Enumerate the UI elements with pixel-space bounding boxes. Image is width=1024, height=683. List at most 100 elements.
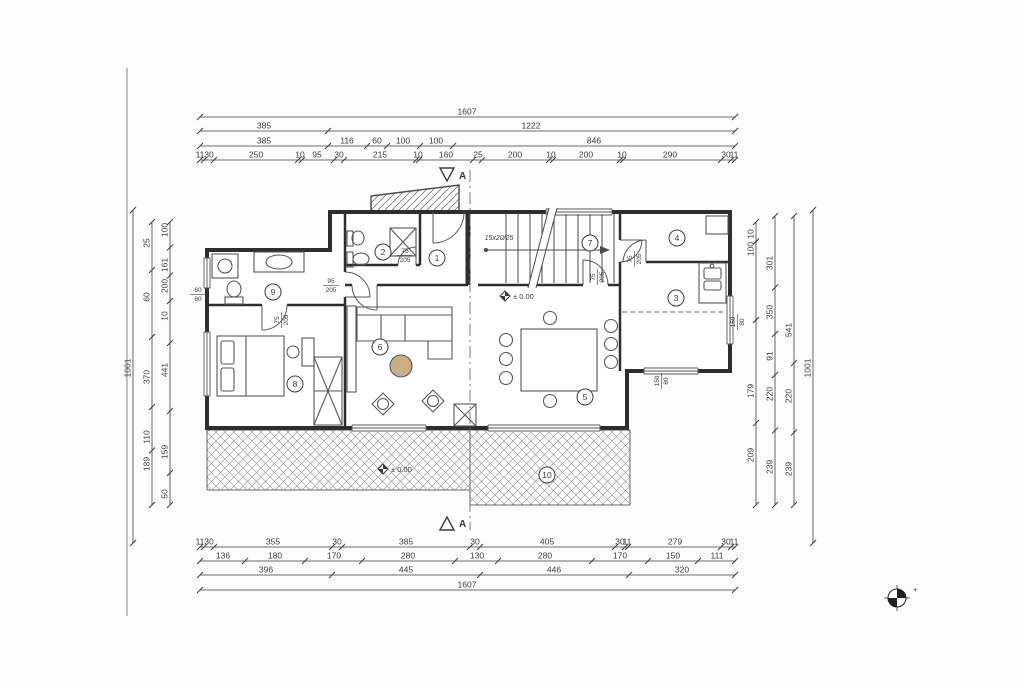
compass-plus-label: + [913,585,918,594]
svg-text:75: 75 [274,316,281,324]
dimension-tick [731,142,739,150]
dimension-tick [324,142,332,150]
room-number: 4 [675,233,680,243]
svg-text:75: 75 [627,255,634,263]
dimension-tick [383,142,391,150]
dimension-label: 25 [142,238,152,248]
dimension-label: 200 [160,279,170,293]
dimension-label: 279 [668,537,682,547]
level-marker: ± 0.00 [499,290,534,302]
dimension-tick [731,127,739,135]
dimension-tick [451,557,459,565]
shower [389,227,417,257]
dimension-tick [298,156,306,164]
dimension-tick [148,218,156,226]
dimension-label: 10 [617,150,627,160]
dimension-tick [166,469,174,477]
dimension-tick [196,543,204,551]
dimension-tick [619,156,627,164]
dimension-tick [717,543,725,551]
dimension-label: 100 [160,223,170,237]
svg-text:150: 150 [730,316,737,327]
dining-chairs [498,310,619,409]
dimension-tick [412,156,420,164]
room-number-bubble: 9 [264,283,282,301]
dimension-tick [624,543,632,551]
dimension-tick [200,543,208,551]
toilet-2 [346,251,370,268]
hidden-lines [469,170,728,530]
dimension-tick [752,419,760,427]
level-value: ± 0.00 [513,292,534,301]
dimension-tick [196,557,204,565]
dimension-tick [771,371,779,379]
dimension-tick [166,407,174,415]
dimension-label: 25 [473,150,483,160]
dimension-label: 11 [623,537,632,547]
room-number: 7 [588,238,593,248]
wardrobe [313,356,343,426]
fireplace [453,403,477,427]
dimension-label: 189 [142,457,152,471]
dimension-label: 159 [160,445,170,459]
dimension-tick [148,266,156,274]
dimension-label: 91 [765,351,775,361]
svg-text:205: 205 [326,287,337,294]
room-number: 9 [271,287,276,297]
room-number-bubble: 5 [576,388,594,406]
room-number: 5 [583,392,588,402]
section-letter: A [459,171,466,182]
dimension-tick [328,571,336,579]
stair-direction-arrow [600,246,610,254]
washing-machine [211,253,239,279]
dimension-tick [166,272,174,279]
dimension-label: 1001 [803,358,813,377]
room-number: 2 [381,247,386,257]
dimension-label: 220 [765,387,775,401]
interior-walls [207,212,730,428]
svg-text:205: 205 [636,253,643,264]
dimension-tick [771,330,779,338]
dimension-label: 10 [295,150,305,160]
dimension-label: 441 [160,363,170,377]
dimension-label: 445 [399,565,413,575]
dimension-tick [241,557,249,565]
dimension-tick [731,586,739,594]
wc-sink [346,230,365,247]
dimension-tick [611,543,619,551]
level-value: ± 0.00 [391,465,412,474]
dimension-tick [476,571,484,579]
room-number-bubble: 3 [667,289,685,307]
dimension-label: 10 [746,229,756,239]
dimension-tick [324,127,332,135]
dimension-tick [166,297,174,305]
dimension-tick [731,113,739,121]
dimension-label: 30 [721,150,731,160]
dimension-label: 350 [765,305,775,319]
dimension-tick [790,501,798,509]
dimension-label: 290 [663,150,677,160]
dimension-column: 1001 [803,206,817,547]
dimension-label: 220 [784,389,794,403]
dimension-label: 1222 [522,121,541,131]
dimension-tick [196,113,204,121]
dimension-label: 280 [401,551,415,561]
svg-text:205: 205 [400,257,411,264]
dimension-tick [727,156,735,164]
dimension-tick [545,156,553,164]
dimension-tick [148,447,156,454]
dimension-label: 541 [784,323,794,337]
room-number-bubble: 2 [374,243,392,261]
dimension-tick [196,156,204,164]
dimension-tick [301,557,309,565]
dimension-label: 1607 [458,107,477,117]
room-number-bubble: 6 [371,338,389,356]
dimension-tick [771,501,779,509]
dimension-label: 250 [249,150,263,160]
svg-text:75: 75 [590,273,597,281]
